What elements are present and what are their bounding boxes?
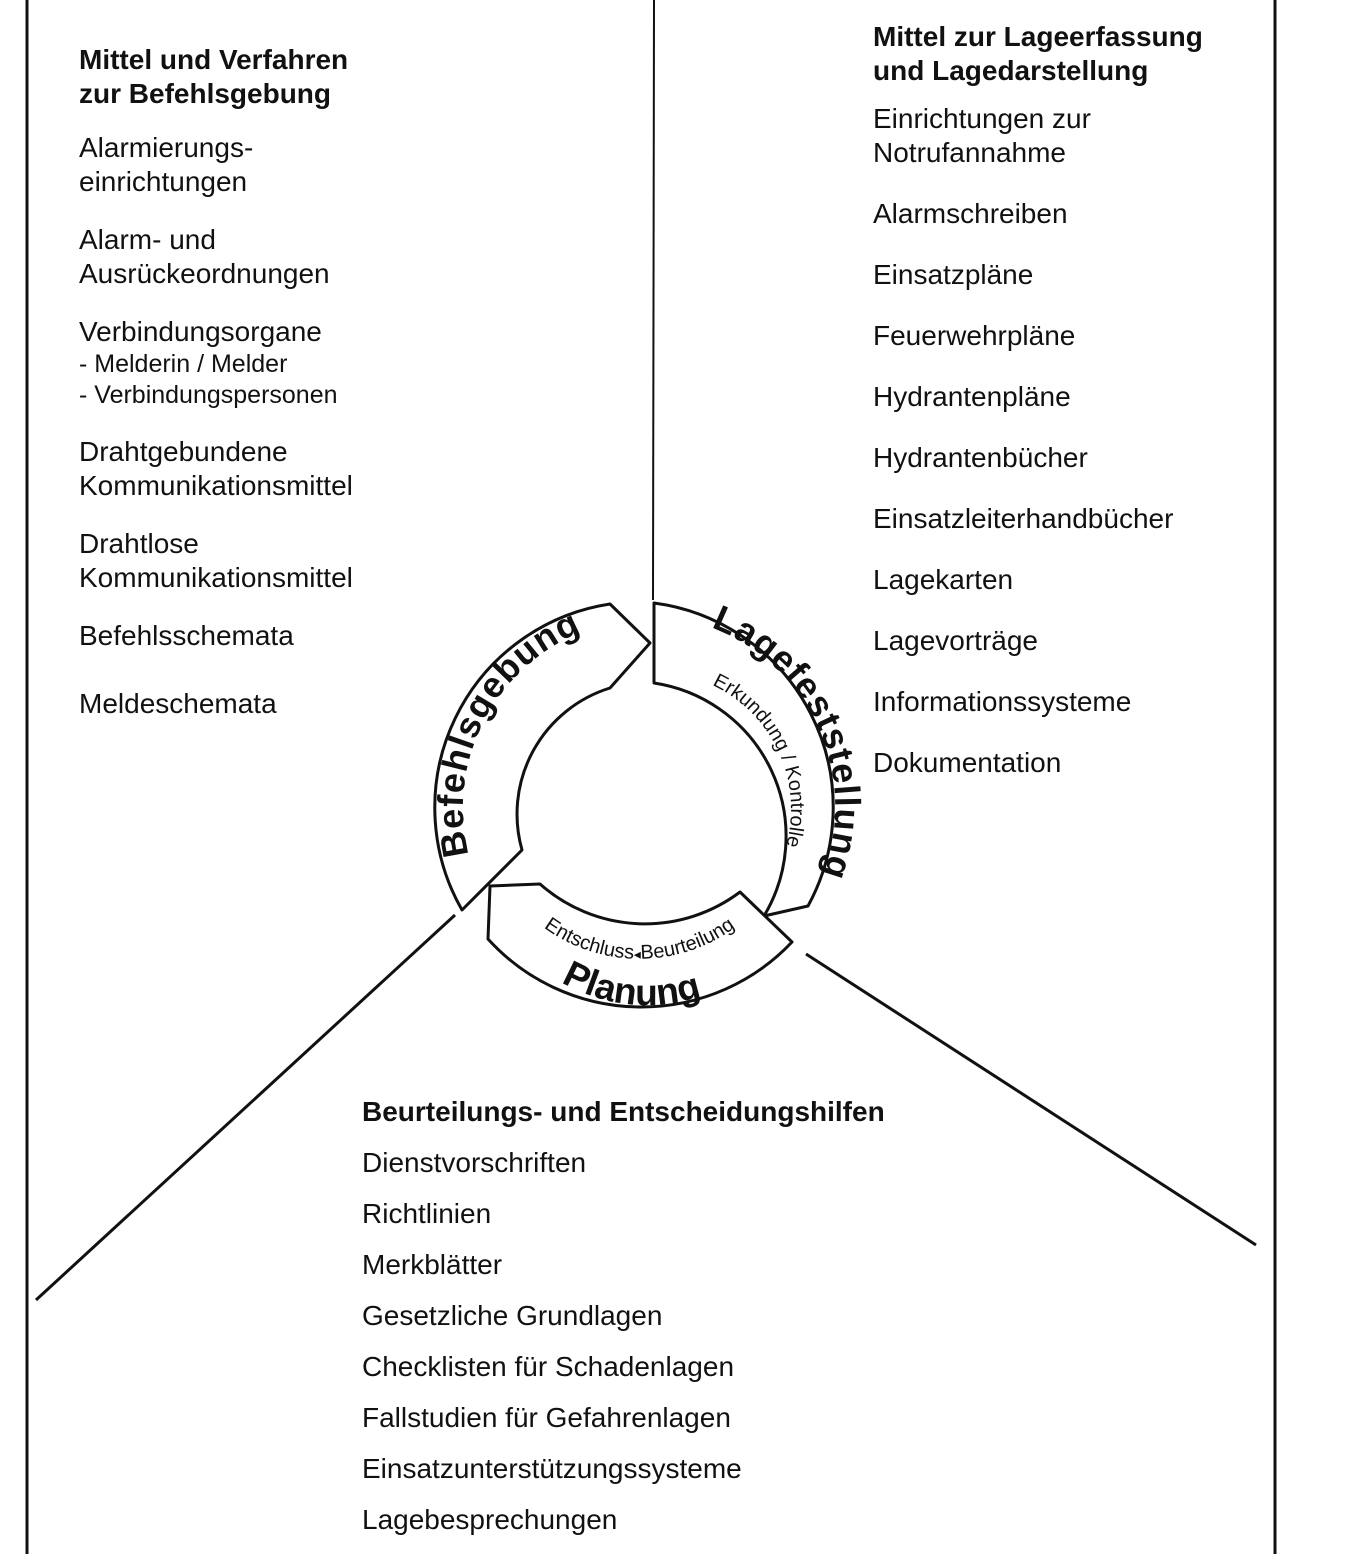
lower-left-divider [34, 913, 457, 1302]
planung-segment [486, 882, 794, 1009]
heading-line: zur Befehlsgebung [79, 78, 332, 109]
list-item: Alarmierungs- einrichtungen [79, 131, 499, 199]
list-item: Lagevorträge [873, 624, 1313, 658]
list-item: Verbindungsorgane - Melderin / Melder - … [79, 315, 499, 411]
item-line: Drahtlose [79, 528, 199, 559]
item-line: Merkblätter [362, 1249, 503, 1280]
item-line: Meldeschemata [79, 688, 277, 719]
list-item: Drahtlose Kommunikationsmittel [79, 527, 499, 595]
item-line: Kommunikationsmittel [79, 562, 353, 593]
list-item: Lagekarten [873, 563, 1313, 597]
heading-line: Mittel und Verfahren [79, 44, 349, 75]
item-line: Einrichtungen zur [873, 103, 1091, 134]
list-item: Alarmschreiben [873, 197, 1313, 231]
list-item: Dokumentation [873, 746, 1313, 780]
sublabel-arrow: ◂ [634, 946, 641, 962]
item-line: Notrufannahme [873, 137, 1067, 168]
planung-resources: Beurteilungs- und Entscheidungshilfen Di… [362, 1095, 1062, 1554]
befehlsgebung-resources: Mittel und Verfahren zur Befehlsgebung A… [79, 43, 499, 745]
item-subline: - Melderin / Melder [79, 350, 288, 378]
list-item: Checklisten für Schadenlagen [362, 1350, 1062, 1384]
item-line: Lagekarten [873, 564, 1014, 595]
item-line: Informationssysteme [873, 686, 1132, 717]
section-heading: Mittel und Verfahren zur Befehlsgebung [79, 43, 499, 111]
item-line: Einsatzleiterhandbücher [873, 503, 1174, 534]
list-item: Informationssysteme [873, 685, 1313, 719]
item-line: einrichtungen [79, 166, 248, 197]
list-item: Hydrantenpläne [873, 380, 1313, 414]
item-line: Alarmschreiben [873, 198, 1068, 229]
list-item: Einsatzunterstützungssysteme [362, 1452, 1062, 1486]
item-line: Einsatzunterstützungssysteme [362, 1453, 742, 1484]
list-item: Einrichtungen zur Notrufannahme [873, 102, 1313, 170]
lagefeststellung-segment [652, 601, 835, 918]
list-item: Fallstudien für Gefahrenlagen [362, 1401, 1062, 1435]
item-line: Dokumentation [873, 747, 1062, 778]
list-item: Befehlsschemata [79, 619, 499, 653]
list-item: Einsatzleiterhandbücher [873, 502, 1313, 536]
list-item: Lagebesprechungen [362, 1503, 1062, 1537]
list-item: Hydrantenbücher [873, 441, 1313, 475]
item-line: Befehlsschemata [79, 620, 294, 651]
section-heading: Mittel zur Lageerfassung und Lagedarstel… [873, 20, 1313, 88]
list-item: Dienstvorschriften [362, 1146, 1062, 1180]
list-item: Gesetzliche Grundlagen [362, 1299, 1062, 1333]
lagefeststellung-resources: Mittel zur Lageerfassung und Lagedarstel… [873, 20, 1313, 807]
lower-right-divider [805, 952, 1257, 1247]
section-heading: Beurteilungs- und Entscheidungshilfen [362, 1095, 1062, 1129]
list-item: Einsatzpläne [873, 258, 1313, 292]
list-item: Richtlinien [362, 1197, 1062, 1231]
item-line: Drahtgebundene [79, 436, 288, 467]
item-line: Richtlinien [362, 1198, 492, 1229]
item-line: Hydrantenbücher [873, 442, 1088, 473]
item-line: Checklisten für Schadenlagen [362, 1351, 735, 1382]
heading-line: Beurteilungs- und Entscheidungshilfen [362, 1096, 885, 1127]
heading-line: Mittel zur Lageerfassung [873, 21, 1203, 52]
list-item: Merkblätter [362, 1248, 1062, 1282]
heading-line: und Lagedarstellung [873, 55, 1149, 86]
item-line: Einsatzpläne [873, 259, 1034, 290]
item-line: Alarmierungs- [79, 132, 254, 163]
item-subline: - Verbindungspersonen [79, 381, 338, 409]
list-item: Meldeschemata [79, 687, 499, 721]
item-line: Ausrückeordnungen [79, 258, 330, 289]
item-line: Verbindungsorgane [79, 316, 322, 347]
item-line: Gesetzliche Grundlagen [362, 1300, 663, 1331]
item-line: Fallstudien für Gefahrenlagen [362, 1402, 731, 1433]
item-line: Feuerwehrpläne [873, 320, 1076, 351]
list-item: Feuerwehrpläne [873, 319, 1313, 353]
item-line: Lagebesprechungen [362, 1504, 618, 1535]
item-line: Dienstvorschriften [362, 1147, 587, 1178]
befehlsgebung-segment [433, 602, 652, 912]
list-item: Drahtgebundene Kommunikationsmittel [79, 435, 499, 503]
item-line: Kommunikationsmittel [79, 470, 353, 501]
item-line: Lagevorträge [873, 625, 1039, 656]
item-line: Hydrantenpläne [873, 381, 1071, 412]
list-item: Alarm- und Ausrückeordnungen [79, 223, 499, 291]
top-divider [652, 0, 655, 601]
item-line: Alarm- und [79, 224, 216, 255]
